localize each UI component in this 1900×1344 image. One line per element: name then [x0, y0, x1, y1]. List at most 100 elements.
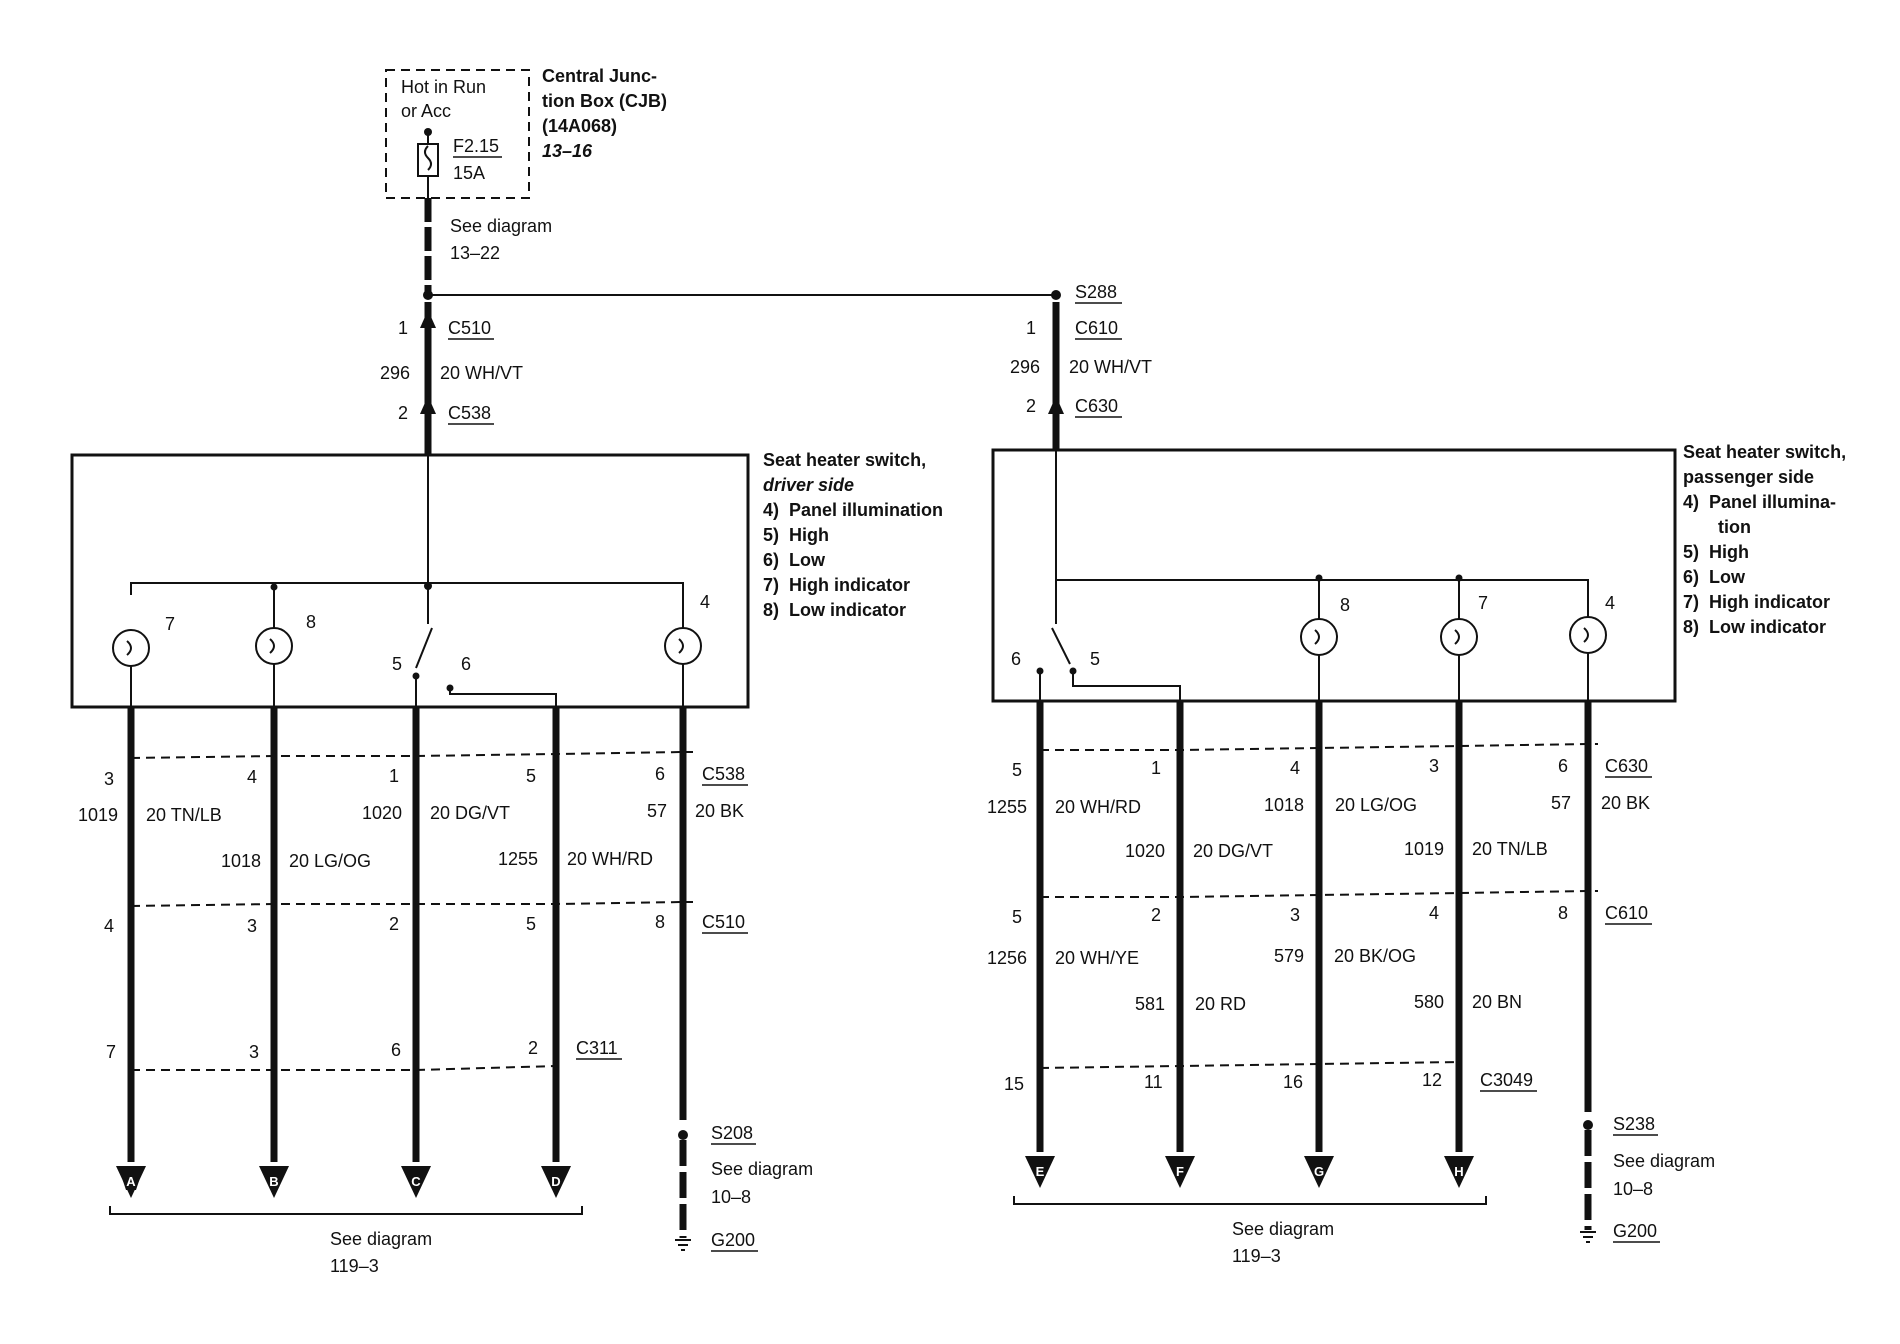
c538-pin: 5 — [526, 766, 536, 786]
fuse-amps: 15A — [453, 163, 485, 183]
passenger-legend-item: 5) High — [1683, 542, 1749, 562]
feed-right-circuit: 296 — [1010, 357, 1040, 377]
ground-icon — [1580, 1231, 1596, 1243]
arrow-h-icon — [1444, 1156, 1474, 1188]
left-bottom-ref-line1: See diagram — [330, 1229, 432, 1249]
driver-legend-item: 7) High indicator — [763, 575, 910, 595]
wire-circuit: 1255 — [498, 849, 538, 869]
passenger-term-4: 4 — [1605, 593, 1615, 613]
passenger-legend-item: 4) Panel illumina- — [1683, 492, 1836, 512]
c3049-conn-label: C3049 — [1480, 1070, 1533, 1090]
c3049-connector-line — [1039, 1061, 1460, 1069]
passenger-switch-title-1: Seat heater switch, — [1683, 442, 1846, 462]
wire-color: 20 BK/OG — [1334, 946, 1416, 966]
c610-pin: 2 — [1151, 905, 1161, 925]
c3049-pin: 12 — [1422, 1070, 1442, 1090]
c538-pin: 3 — [104, 769, 114, 789]
c538-pin: 1 — [389, 766, 399, 786]
left-bottom-bracket — [109, 1206, 583, 1215]
wire-circuit: 57 — [647, 801, 667, 821]
cjb-title-2: tion Box (CJB) — [542, 91, 667, 111]
wire-color: 20 LG/OG — [289, 851, 371, 871]
s288-splice-dot — [1051, 290, 1061, 300]
cjb-page-ref: 13–16 — [542, 141, 593, 161]
c510-pin: 8 — [655, 912, 665, 932]
c3049-pin: 11 — [1144, 1072, 1163, 1092]
arrow-a-label: A — [126, 1174, 136, 1189]
top-ref-line1: See diagram — [450, 216, 552, 236]
c311-pin: 2 — [528, 1038, 538, 1058]
feed-right-conn-bottom: C630 — [1075, 396, 1118, 416]
arrow-d-icon — [541, 1166, 571, 1198]
c510-pin: 5 — [526, 914, 536, 934]
feed-left-conn-bottom: C538 — [448, 403, 491, 423]
c630-connector-line — [1040, 743, 1598, 751]
wire-circuit: 579 — [1274, 946, 1304, 966]
wire-color: 20 DG/VT — [1193, 841, 1273, 861]
c630-conn-label: C630 — [1605, 756, 1648, 776]
right-bottom-ref-line2: 119–3 — [1232, 1246, 1281, 1266]
arrow-b-icon — [259, 1166, 289, 1198]
left-ground-ref-line1: See diagram — [711, 1159, 813, 1179]
wire-circuit: 1018 — [1264, 795, 1304, 815]
right-ground-ref-line2: 10–8 — [1613, 1179, 1653, 1199]
central-junction-box: Hot in Run or Acc F2.15 15A Central Junc… — [385, 66, 667, 199]
s208-splice-dot — [678, 1130, 688, 1140]
c311-conn-label: C311 — [576, 1038, 618, 1058]
wire-color: 20 LG/OG — [1335, 795, 1417, 815]
feed-left-conn-top: C510 — [448, 318, 491, 338]
passenger-legend-item: 7) High indicator — [1683, 592, 1830, 612]
cjb-hot-label-2: or Acc — [401, 101, 451, 121]
driver-feed: 1 C510 296 20 WH/VT 2 C538 — [380, 302, 523, 455]
wire-color: 20 WH/YE — [1055, 948, 1139, 968]
s288-label: S288 — [1075, 282, 1117, 302]
passenger-feed: 1 C610 296 20 WH/VT 2 C630 — [1010, 302, 1152, 450]
wire-circuit: 580 — [1414, 992, 1444, 1012]
driver-legend-item: 6) Low — [763, 550, 826, 570]
arrow-g-icon — [1304, 1156, 1334, 1188]
c3049-pin: 16 — [1283, 1072, 1303, 1092]
arrow-e-label: E — [1036, 1164, 1045, 1179]
fuse-id: F2.15 — [453, 136, 499, 156]
top-ref-line2: 13–22 — [450, 243, 500, 263]
arrow-b-label: B — [269, 1174, 278, 1189]
c510-conn-label: C510 — [702, 912, 745, 932]
right-bottom-ref-line1: See diagram — [1232, 1219, 1334, 1239]
c311-pin: 6 — [391, 1040, 401, 1060]
passenger-seat-heater-switch: 6 5 8 7 4 Seat heater switch, passenger … — [991, 442, 1846, 703]
wire-circuit: 1019 — [1404, 839, 1444, 859]
wire-circuit: 1018 — [221, 851, 261, 871]
passenger-term-6: 6 — [1011, 649, 1021, 669]
passenger-switch-box — [991, 448, 1677, 703]
cjb-title-3: (14A068) — [542, 116, 617, 136]
passenger-legend-item: 6) Low — [1683, 567, 1746, 587]
wire-color: 20 DG/VT — [430, 803, 510, 823]
right-bottom-bracket — [1013, 1196, 1487, 1205]
arrow-c-label: C — [411, 1174, 421, 1189]
c311-pin: 7 — [106, 1042, 116, 1062]
feed-right-conn-top: C610 — [1075, 318, 1118, 338]
passenger-term-8: 8 — [1340, 595, 1350, 615]
driver-legend-item: 4) Panel illumination — [763, 500, 943, 520]
passenger-legend-item: 8) Low indicator — [1683, 617, 1826, 637]
feed-right-pin-top: 1 — [1026, 318, 1036, 338]
driver-term-7: 7 — [165, 614, 175, 634]
left-ground-ref-line2: 10–8 — [711, 1187, 751, 1207]
c630-pin: 5 — [1012, 760, 1022, 780]
passenger-legend-item: tion — [1718, 517, 1751, 537]
driver-switch-box — [70, 453, 750, 709]
c538-connector-mark — [420, 396, 436, 414]
s238-splice-dot — [1583, 1120, 1593, 1130]
arrow-f-label: F — [1176, 1164, 1184, 1179]
driver-legend-item: 8) Low indicator — [763, 600, 906, 620]
wire-color: 20 TN/LB — [146, 805, 222, 825]
right-ground-label: G200 — [1613, 1221, 1657, 1241]
feed-left-pin-bottom: 2 — [398, 403, 408, 423]
arrow-f-icon — [1165, 1156, 1195, 1188]
c610-pin: 8 — [1558, 903, 1568, 923]
passenger-term-7: 7 — [1478, 593, 1488, 613]
driver-switch-blade — [415, 627, 433, 669]
c311-pin: 3 — [249, 1042, 259, 1062]
c630-connector-mark — [1048, 396, 1064, 414]
